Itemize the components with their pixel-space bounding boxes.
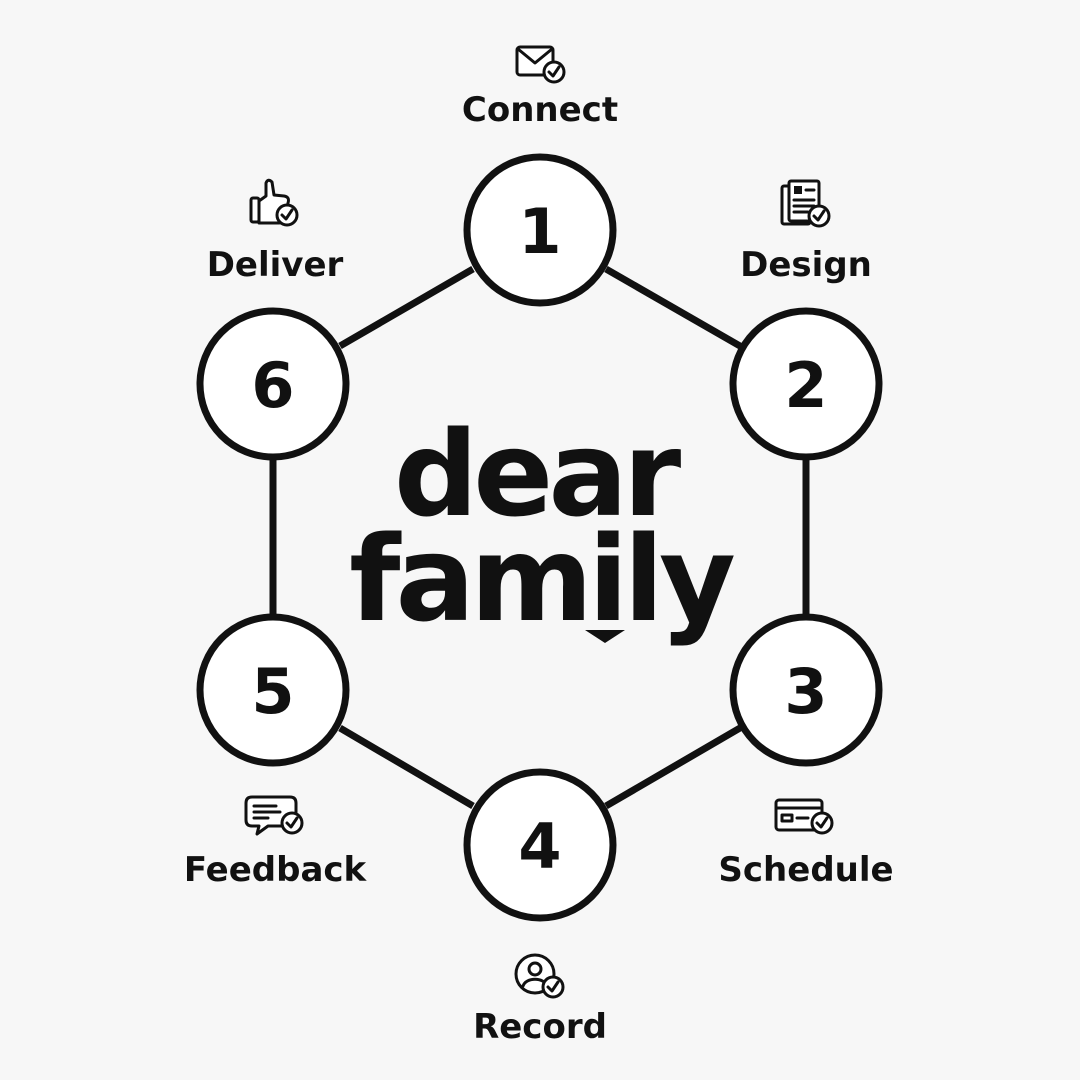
step-number-6: 6 xyxy=(251,349,294,422)
envelope-check-icon xyxy=(515,45,566,84)
step-number-4: 4 xyxy=(518,810,561,883)
step-node-1: 1 xyxy=(463,153,617,307)
step-label-record: Record xyxy=(473,1007,607,1047)
connector-1-6 xyxy=(338,265,475,350)
card-check-icon xyxy=(774,798,834,835)
document-check-icon xyxy=(780,179,831,228)
logo-arrow-mark xyxy=(585,630,625,643)
chat-check-icon xyxy=(244,795,304,836)
step-node-5: 5 xyxy=(196,613,350,767)
step-node-4: 4 xyxy=(463,768,617,922)
step-number-2: 2 xyxy=(784,349,827,422)
person-check-icon xyxy=(514,953,565,999)
step-label-connect: Connect xyxy=(462,90,618,130)
logo-word-dear: dear xyxy=(394,405,681,543)
step-label-schedule: Schedule xyxy=(718,850,893,890)
connector-3-4 xyxy=(604,724,742,810)
logo-word-family: family xyxy=(349,510,734,648)
step-label-feedback: Feedback xyxy=(184,850,368,890)
step-node-6: 6 xyxy=(196,307,350,461)
step-number-1: 1 xyxy=(518,195,561,268)
step-label-deliver: Deliver xyxy=(207,245,344,285)
step-label-design: Design xyxy=(740,245,872,285)
step-node-2: 2 xyxy=(729,307,883,461)
connector-1-2 xyxy=(604,265,742,350)
connector-lines xyxy=(269,265,810,810)
step-number-5: 5 xyxy=(251,655,294,728)
step-number-3: 3 xyxy=(784,655,827,728)
dear-family-logo: dear family xyxy=(349,405,739,648)
connector-4-5 xyxy=(338,724,475,810)
step-node-3: 3 xyxy=(729,613,883,767)
thumbs-up-check-icon xyxy=(249,178,299,227)
